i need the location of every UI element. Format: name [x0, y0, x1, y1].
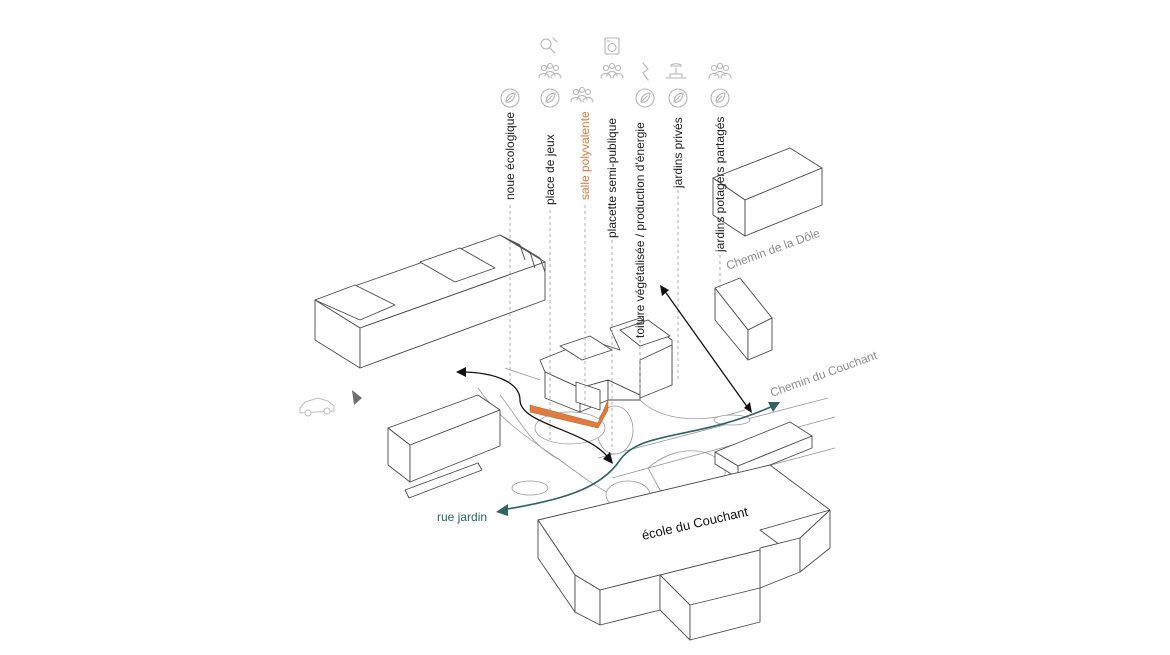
label-jardins-potagers-partages: jardins potagers partagés	[713, 117, 727, 253]
lightning-icon	[642, 62, 649, 81]
leaf-circle-icon	[710, 88, 730, 108]
label-noue-ecologique: noue écologique	[503, 112, 517, 200]
black-path-arrow	[456, 367, 613, 464]
label-rue-jardin: rue jardin	[437, 510, 487, 524]
people-icon	[600, 62, 624, 79]
label-toiture-vegetalisee: toiture végétalisée / production d'énerg…	[633, 122, 647, 338]
label-placette-semi-publique: placette semi-publique	[605, 118, 619, 238]
building-top-right	[712, 147, 823, 237]
teal-rue-jardin-arrow	[496, 402, 780, 516]
label-chemin-dole: Chemin de la Dôle	[724, 226, 822, 273]
leaf-circle-icon	[668, 88, 688, 108]
garden-tools-icon	[665, 63, 687, 79]
people-icon	[538, 62, 562, 79]
black-diagonal-arrow	[660, 285, 752, 413]
building-right-mid	[714, 421, 813, 479]
people-icon	[708, 62, 732, 79]
label-salle-polyvalente: salle polyvalente	[578, 111, 592, 200]
washing-machine-icon	[604, 37, 620, 55]
leaf-circle-icon	[500, 88, 520, 108]
icons-leaf-row	[500, 88, 730, 108]
leaf-circle-icon	[540, 88, 560, 108]
building-school	[537, 464, 831, 641]
car-icon	[299, 397, 335, 417]
label-chemin-couchant: Chemin du Couchant	[768, 348, 879, 400]
building-central-project	[529, 317, 673, 429]
label-place-de-jeux: place de jeux	[543, 134, 557, 205]
icons-top-row	[540, 37, 687, 81]
label-jardins-prives: jardins privés	[671, 117, 685, 189]
building-long-left	[314, 234, 546, 369]
north-arrow-icon	[352, 390, 362, 405]
icons-people-row	[538, 62, 732, 103]
building-strip	[404, 462, 483, 499]
leader-lines	[509, 190, 721, 450]
playground-icon	[540, 37, 558, 54]
building-left-low	[387, 394, 501, 483]
leaf-circle-icon	[635, 88, 655, 108]
building-small-right	[714, 277, 773, 361]
people-icon	[570, 86, 594, 103]
